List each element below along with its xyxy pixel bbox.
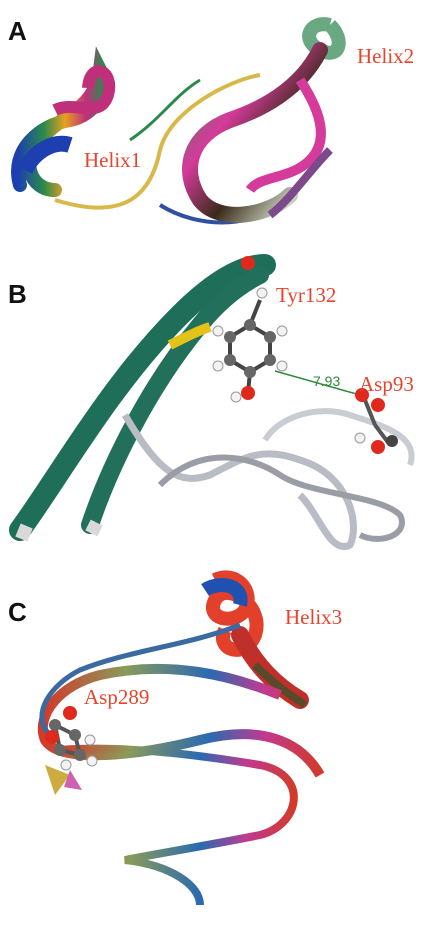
panel-letter-a: A [8, 16, 27, 47]
panel-letter-b: B [8, 279, 27, 310]
label-helix2: Helix2 [357, 44, 414, 69]
distance-label: 7.93 [313, 373, 340, 389]
panel-a: A Helix1 Helix2 [0, 0, 445, 245]
label-helix3: Helix3 [285, 605, 342, 630]
label-asp289: Asp289 [84, 685, 149, 710]
panel-c: C Helix3 Asp289 [0, 565, 445, 937]
panel-a-ribbon-image [0, 0, 445, 245]
label-asp93: Asp93 [359, 372, 414, 397]
label-tyr132: Tyr132 [276, 283, 336, 308]
panel-letter-c: C [8, 597, 27, 628]
panel-b-ribbon-image [0, 245, 445, 565]
panel-c-ribbon-image [0, 565, 445, 937]
label-helix1: Helix1 [84, 148, 141, 173]
panel-b: B Tyr132 Asp93 7.93 [0, 245, 445, 565]
